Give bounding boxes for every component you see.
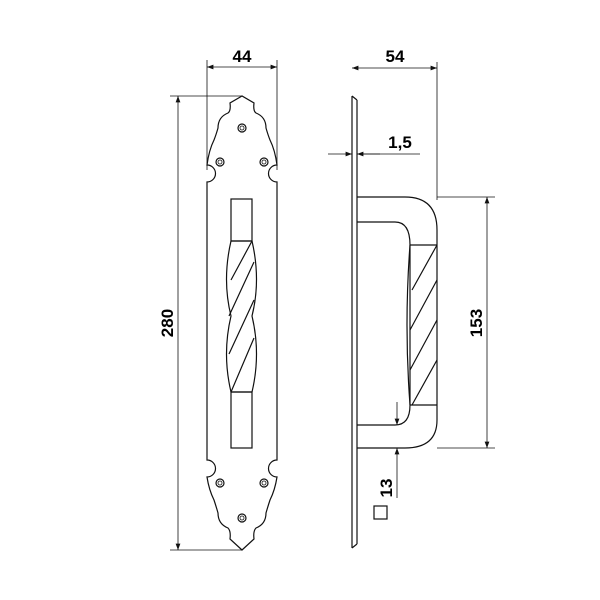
thickness-dimension-label: 1,5 [388, 133, 412, 152]
back-plate-outline [206, 95, 278, 551]
dimension-height-280: 280 [158, 95, 242, 551]
square-section-icon [373, 505, 388, 520]
screw-holes [215, 123, 269, 523]
dimension-54: 54 [352, 47, 438, 200]
side-view: 54 1,5 153 13 [328, 47, 495, 549]
projection-dimension-label: 54 [386, 47, 405, 66]
dimension-13: 13 [373, 402, 400, 520]
dimension-width-44: 44 [206, 47, 278, 170]
width-dimension-label: 44 [233, 47, 252, 66]
plate-side [351, 95, 358, 549]
front-view: 44 280 [158, 47, 278, 551]
handle-length-label: 153 [467, 309, 486, 337]
dimension-1-5: 1,5 [328, 133, 420, 157]
bar-section-label: 13 [377, 479, 396, 498]
handle-side [357, 196, 438, 449]
twisted-handle-front [225, 198, 258, 449]
twist-side [406, 244, 438, 406]
dimension-153: 153 [437, 196, 495, 449]
height-dimension-label: 280 [158, 309, 177, 337]
